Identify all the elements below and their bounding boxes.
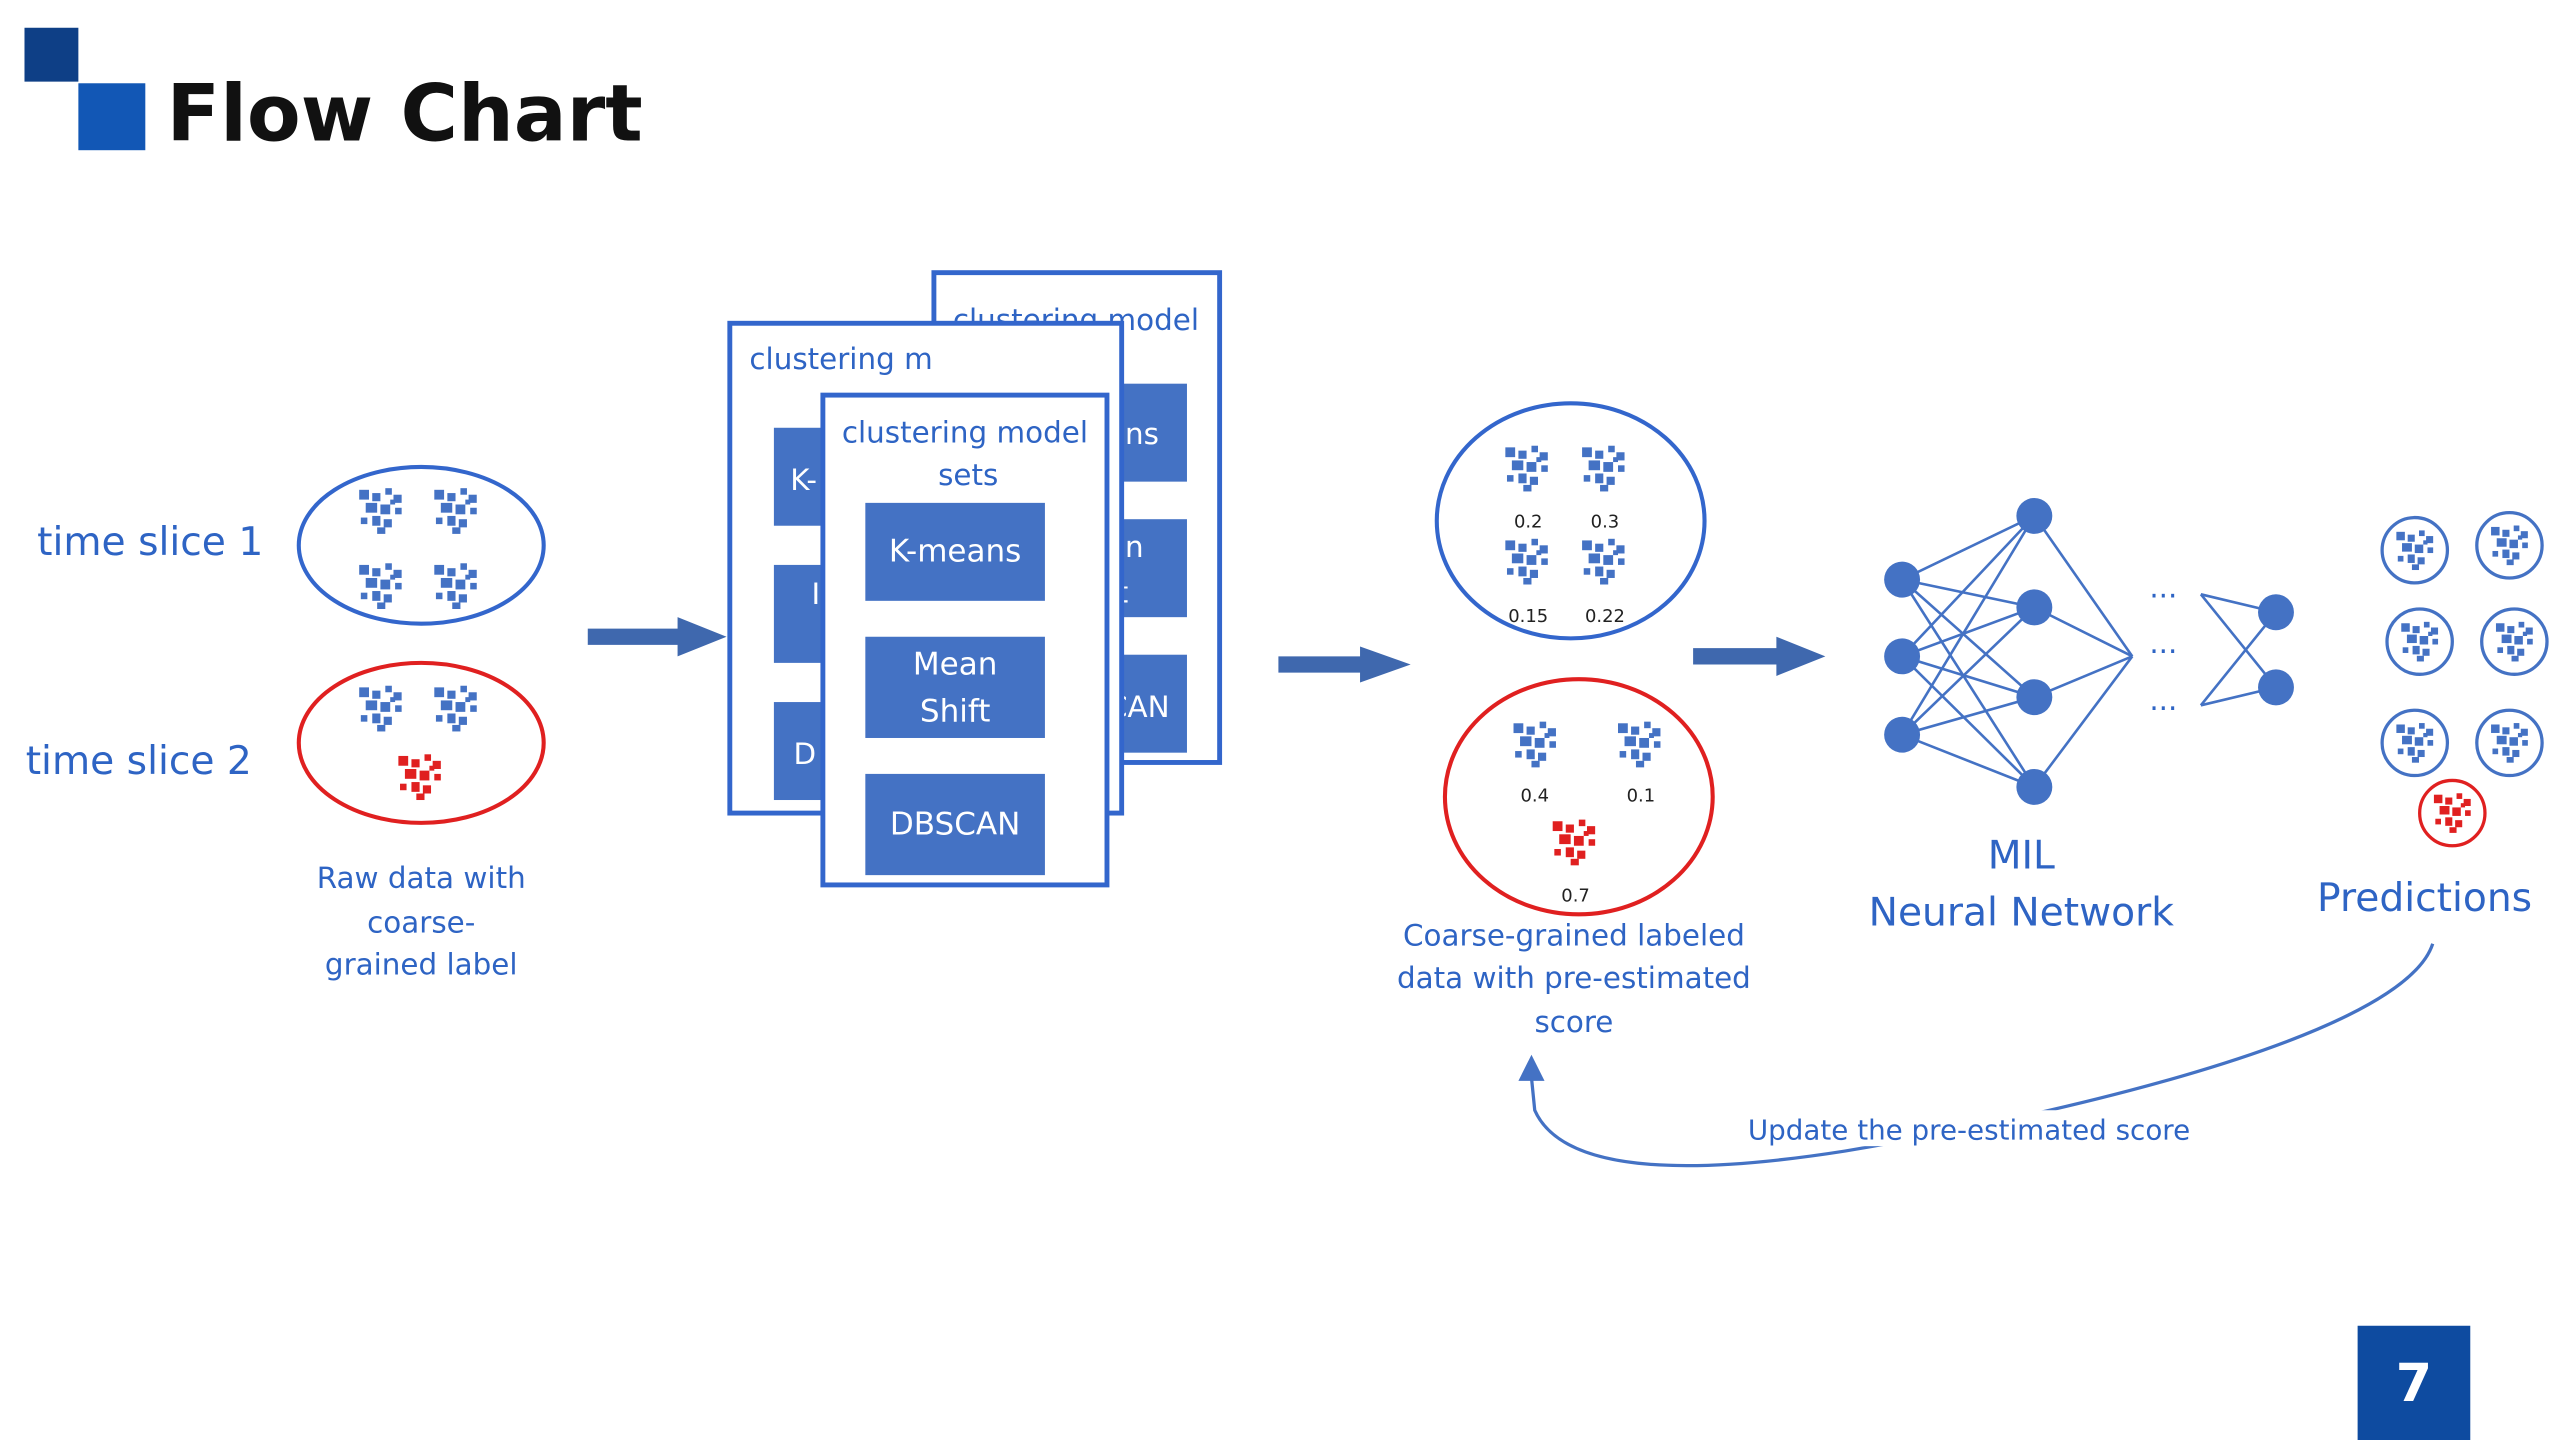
data-cluster-icon (359, 685, 402, 732)
input-caption-line-1: Raw data with (317, 861, 526, 895)
data-cluster-icon (434, 563, 477, 609)
input-caption-line-3: grained label (325, 948, 518, 982)
dbscan-model-block (865, 773, 1045, 876)
page-number: 7 (2357, 1325, 2471, 1440)
arrowhead-up-icon (1518, 1054, 1545, 1081)
data-cluster-icon (1618, 721, 1661, 768)
svg-text:Shift: Shift (920, 694, 991, 730)
score-label: 0.7 (1561, 885, 1590, 906)
svg-text:I: I (811, 577, 820, 611)
data-cluster-icon (1582, 538, 1625, 585)
data-cluster-icon (1505, 538, 1548, 585)
data-cluster-icon (1505, 445, 1548, 492)
svg-text:sets: sets (938, 458, 998, 492)
mil-neural-network (1884, 497, 2294, 805)
arrow-right-icon (1278, 646, 1411, 683)
title-square-small-icon (24, 27, 79, 82)
svg-text:clustering m: clustering m (749, 342, 932, 376)
data-cluster-icon (434, 685, 477, 732)
ellipsis-label: ... (2149, 571, 2177, 605)
ellipsis-label: ... (2149, 683, 2177, 717)
time-slice-1-label: time slice 1 (37, 520, 263, 565)
time-slice-2-ellipse (296, 660, 546, 825)
score-label: 0.22 (1585, 606, 1625, 627)
svg-text:K-: K- (790, 463, 817, 497)
score-label: 0.1 (1627, 786, 1656, 807)
score-label: 0.3 (1591, 511, 1620, 532)
data-cluster-icon (434, 488, 477, 534)
network-label-line-2: Neural Network (1869, 891, 2175, 936)
arrow-right-icon (1693, 636, 1826, 676)
anomaly-cluster-icon (398, 754, 441, 801)
meanshift-model-block (865, 636, 1045, 738)
clustering-card-front: clustering model sets K-means Mean Shift… (820, 392, 1110, 888)
title-square-large-icon (78, 83, 146, 151)
input-caption-line-2: coarse- (367, 905, 475, 939)
network-label-line-1: MIL (1988, 834, 2055, 879)
score-label: 0.4 (1520, 786, 1549, 807)
svg-text:K-means: K-means (889, 534, 1021, 570)
scored-caption-line-1: Coarse-grained labeled (1403, 918, 1745, 952)
predictions-label: Predictions (2317, 876, 2532, 921)
scored-anomaly-ellipse (1442, 677, 1715, 917)
data-cluster-icon (359, 563, 402, 609)
ellipsis-label: ... (2149, 626, 2177, 660)
time-slice-1-ellipse (296, 464, 546, 626)
score-label: 0.15 (1508, 606, 1548, 627)
score-label: 0.2 (1514, 511, 1543, 532)
data-cluster-icon (1513, 721, 1556, 768)
kmeans-model-block (865, 502, 1045, 601)
feedback-label: Update the pre-estimated score (1748, 1114, 2190, 1147)
svg-text:D: D (793, 737, 816, 771)
prediction-circles (2380, 511, 2549, 848)
svg-text:clustering model: clustering model (842, 415, 1088, 449)
time-slice-2-label: time slice 2 (26, 739, 252, 784)
scored-caption-line-3: score (1534, 1005, 1613, 1039)
svg-text:Mean: Mean (913, 646, 998, 682)
arrow-right-icon (587, 617, 727, 657)
data-cluster-icon (359, 488, 402, 534)
data-cluster-icon (1582, 445, 1625, 492)
svg-text:DBSCAN: DBSCAN (890, 806, 1020, 842)
anomaly-cluster-icon (1552, 819, 1596, 866)
scored-normal-ellipse (1434, 401, 1707, 641)
page-title: Flow Chart (166, 68, 643, 161)
scored-caption-line-2: data with pre-estimated (1397, 961, 1751, 995)
